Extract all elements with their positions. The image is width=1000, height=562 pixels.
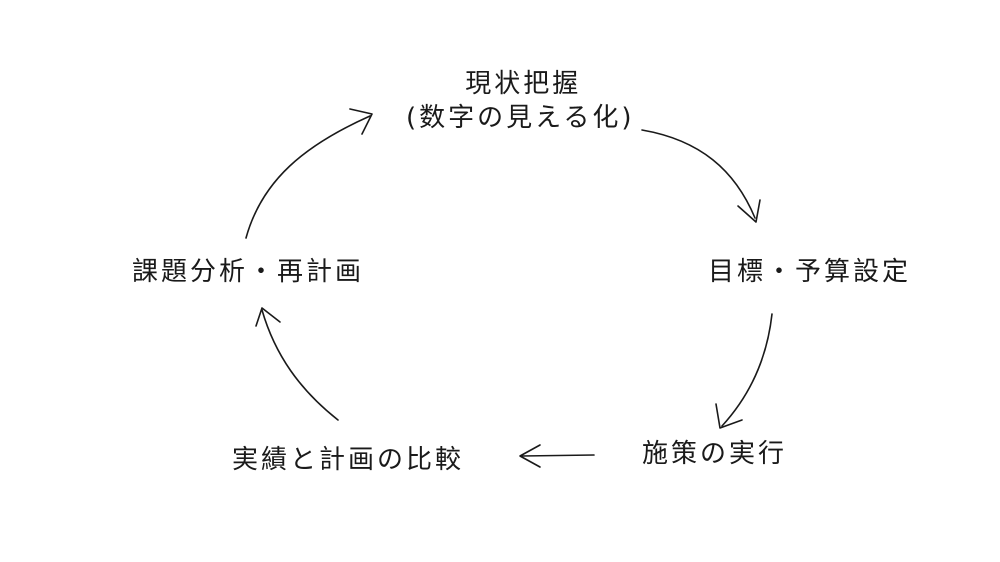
node-current-state: 現状把握 (数字の見える化)	[406, 68, 635, 136]
arrow-targets-to-execution	[721, 313, 773, 427]
arrow-current-to-targets-head	[737, 199, 761, 223]
arrow-current-to-targets	[641, 129, 756, 219]
arrow-analysis-to-current-head	[349, 108, 373, 135]
node-current-state-subtitle: (数字の見える化)	[406, 102, 635, 133]
node-comparison: 実績と計画の比較	[232, 445, 465, 475]
arrow-targets-to-execution-head	[715, 403, 743, 429]
arrow-comparison-to-analysis-head	[255, 307, 281, 327]
arrow-execution-to-comparison	[521, 454, 595, 457]
node-execution: 施策の実行	[642, 439, 788, 469]
node-analysis: 課題分析・再計画	[132, 257, 365, 287]
node-current-state-title: 現状把握	[465, 69, 582, 99]
node-targets: 目標・予算設定	[708, 257, 912, 287]
arrow-analysis-to-current	[245, 115, 371, 239]
arrow-comparison-to-analysis	[261, 309, 339, 421]
arrow-execution-to-comparison-head	[519, 444, 541, 468]
